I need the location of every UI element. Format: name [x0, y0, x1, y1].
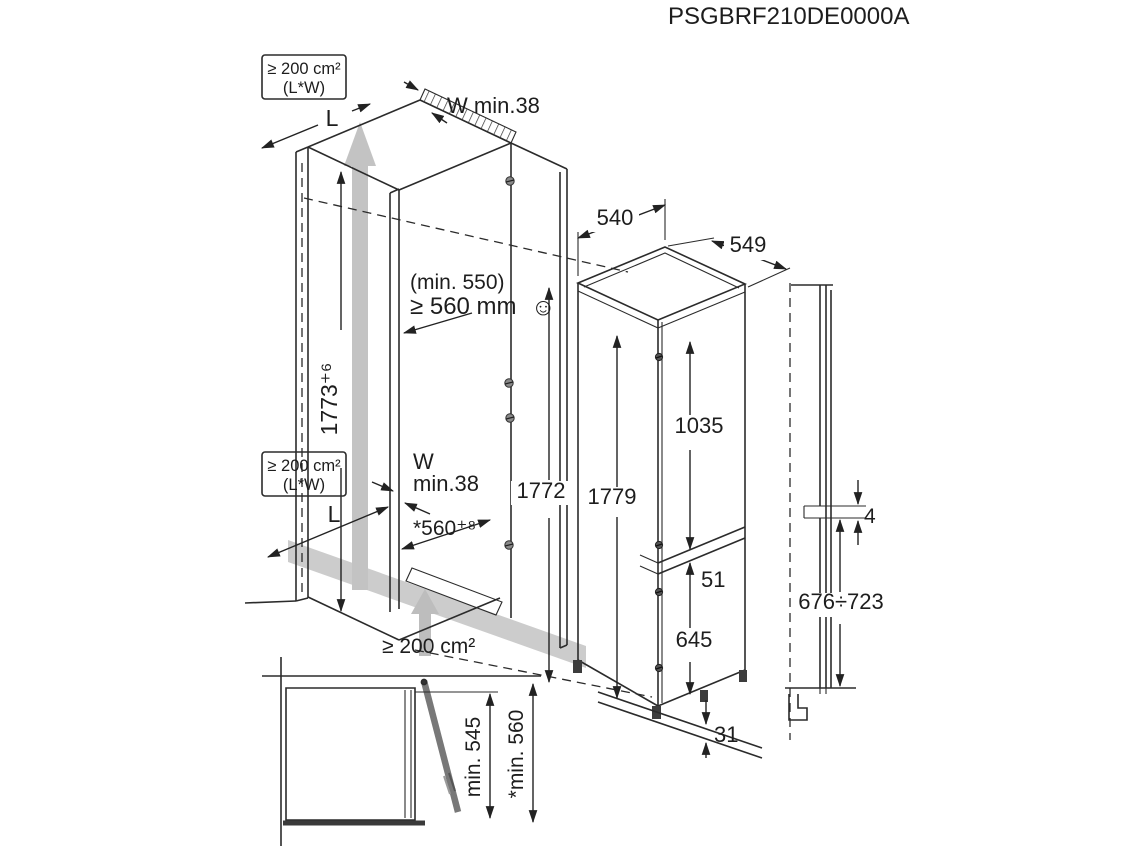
niche-depth-label: *560⁺⁸: [413, 517, 476, 540]
vent-area-side-box: [261, 451, 347, 497]
smiley-icon: ☺: [531, 294, 556, 321]
screw-icon: [505, 413, 515, 423]
screw-icon: [505, 176, 515, 186]
niche-height-label: 1773⁺⁶: [316, 363, 342, 436]
lower-door-height-label: 645: [676, 627, 713, 652]
top-view-inset: [262, 657, 541, 846]
side-door-gap-label: 4: [864, 505, 876, 528]
screw-icon: [504, 540, 514, 550]
top-width-label: 540: [597, 205, 634, 230]
hinge-bolt-icon: [654, 540, 664, 550]
vent-area-top-box: [261, 54, 347, 100]
airflow-arrows: [288, 122, 586, 668]
length-top-label: L: [326, 105, 339, 131]
depth-note-label: (min. 550): [410, 271, 505, 294]
labels: PSGBRF210DE0000A ≥ 200 cm² (L*W) L W min…: [267, 3, 909, 798]
hinge-bolt-icon: [654, 587, 664, 597]
open-door-icon: [420, 680, 462, 813]
door-hinge-icon: [420, 678, 428, 686]
screw-icons: [504, 176, 515, 550]
inset-depth-min-label: min. 545: [462, 717, 485, 798]
upper-door-height-label: 1035: [675, 413, 724, 438]
wall-gap-side-label-line1: W: [413, 449, 434, 474]
inset-depth-recommended-label: *min. 560: [505, 710, 528, 799]
vent-bottom-label: ≥ 200 cm²: [382, 635, 475, 658]
appliance-height-label: 1779: [588, 484, 637, 509]
airflow-up-arrow-icon: [344, 122, 376, 590]
niche-inner-height-label: 1772: [517, 478, 566, 503]
hinge-bolt-icons: [654, 352, 664, 673]
wall-gap-top-label: W min.38: [447, 93, 540, 118]
bottom-clearance-label: 31: [714, 722, 738, 747]
vent-side-label-line2: (L*W): [283, 476, 325, 494]
top-depth-label: 549: [730, 232, 767, 257]
drawing-title: PSGBRF210DE0000A: [668, 3, 909, 30]
depth-required-label: ≥ 560 mm: [410, 293, 517, 320]
door-gap-label: 51: [701, 567, 725, 592]
appliance-view: [573, 246, 763, 759]
ventilation-hatch: [419, 88, 517, 144]
vent-top-label-line1: ≥ 200 cm²: [267, 60, 341, 78]
screw-icon: [504, 378, 514, 388]
door-handle-icon: [448, 772, 456, 792]
airflow-plinth-arrow-icon: [411, 589, 439, 656]
length-side-label: L: [328, 501, 341, 527]
hinge-height-range-label: 676÷723: [798, 589, 884, 614]
vent-top-label-line2: (L*W): [283, 79, 325, 97]
text-backers: [320, 108, 889, 654]
plinth-vent-slot: [405, 567, 503, 616]
hinge-bolt-icon: [654, 352, 664, 362]
hinge-bolt-icon: [654, 663, 664, 673]
niche-view: [244, 88, 653, 698]
wall-gap-side-label-line2: min.38: [413, 471, 479, 496]
side-view: [785, 283, 866, 740]
vent-side-label-line1: ≥ 200 cm²: [267, 457, 341, 475]
door-handle-icon: [443, 775, 451, 795]
